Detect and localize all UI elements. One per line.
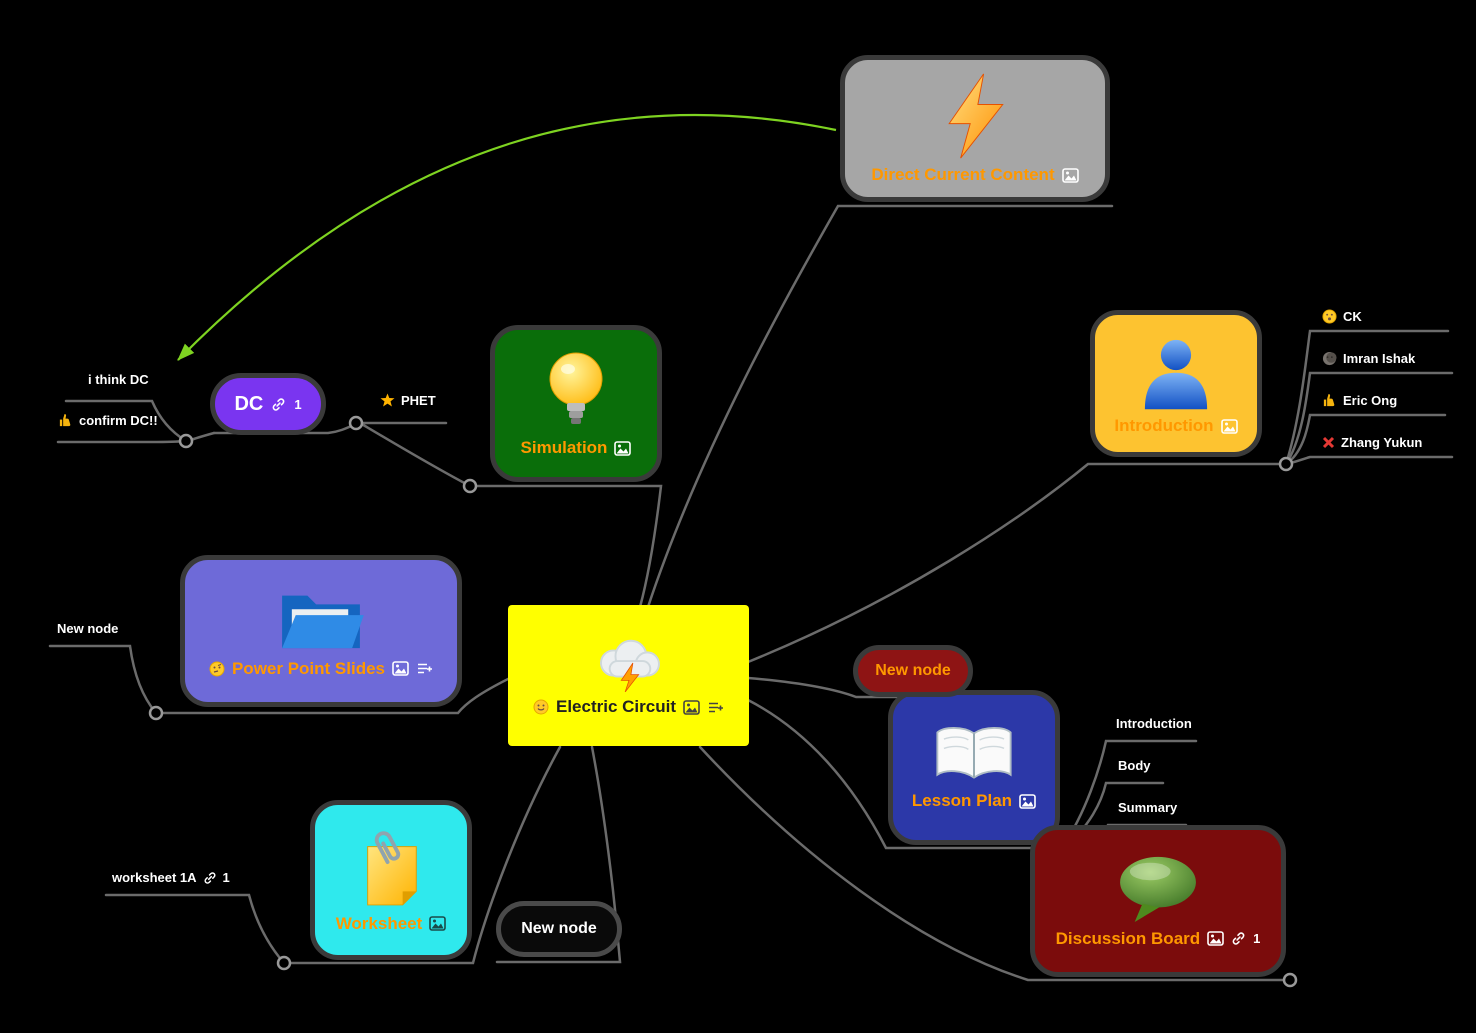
thumbs-up-icon [58, 413, 73, 428]
green-relation-arrow [177, 113, 837, 361]
node-label: Direct Current Content [871, 165, 1055, 184]
node-dc[interactable]: DC 1 [210, 373, 326, 435]
dark-moon-face-icon [1322, 351, 1337, 366]
image-icon[interactable] [429, 916, 447, 931]
node-discussion-board[interactable]: Discussion Board 1 [1030, 825, 1286, 977]
node-zhang-yukun[interactable]: Zhang Yukun [1322, 435, 1422, 450]
node-imran-ishak[interactable]: Imran Ishak [1322, 351, 1415, 366]
node-simulation[interactable]: Simulation [490, 325, 662, 482]
node-new-node-red[interactable]: New node [853, 645, 973, 697]
link-count: 1 [1253, 931, 1261, 946]
node-lesson-introduction[interactable]: Introduction [1116, 716, 1192, 731]
node-i-think-dc[interactable]: i think DC [88, 372, 149, 387]
person-silhouette-icon [1136, 331, 1216, 411]
node-power-point-slides[interactable]: Power Point Slides [180, 555, 462, 707]
thumbs-up-icon [1322, 393, 1337, 408]
note-paperclip-icon [356, 827, 426, 909]
node-worksheet[interactable]: Worksheet [310, 800, 472, 960]
image-icon[interactable] [1019, 793, 1036, 809]
link-count: 1 [294, 396, 302, 412]
node-worksheet-1a[interactable]: worksheet 1A 1 [112, 870, 230, 885]
speech-balloon-icon [1113, 854, 1203, 924]
link-count: 1 [222, 870, 230, 885]
image-icon[interactable] [392, 661, 409, 676]
image-icon[interactable] [1220, 418, 1238, 434]
node-phet[interactable]: PHET [380, 393, 436, 408]
add-notes-icon[interactable] [416, 661, 433, 676]
image-icon[interactable] [1061, 167, 1079, 183]
image-icon[interactable] [1207, 931, 1224, 946]
node-new-node-bottom[interactable]: New node [496, 901, 622, 957]
folder-icon [276, 584, 366, 654]
node-label: Introduction [1114, 416, 1214, 435]
node-new-node-left[interactable]: New node [57, 621, 119, 636]
node-label: Power Point Slides [231, 658, 386, 678]
node-label: DC [234, 392, 264, 415]
node-label: Electric Circuit [556, 697, 676, 716]
node-confirm-dc[interactable]: confirm DC!! [58, 413, 158, 428]
node-label: Discussion Board [1055, 928, 1201, 948]
node-introduction[interactable]: Introduction [1090, 310, 1262, 457]
node-label: Worksheet [335, 913, 423, 933]
node-lesson-body[interactable]: Body [1118, 758, 1151, 773]
node-lesson-plan[interactable]: Lesson Plan [888, 690, 1060, 845]
hushed-face-icon [1322, 309, 1337, 324]
node-electric-circuit-root[interactable]: Electric Circuit [508, 605, 749, 746]
open-book-icon [930, 724, 1018, 786]
link-icon[interactable] [1231, 931, 1246, 946]
cloud-lightning-icon [588, 634, 670, 692]
node-direct-current-content[interactable]: Direct Current Content [840, 55, 1110, 202]
link-icon[interactable] [271, 397, 286, 412]
add-notes-icon[interactable] [707, 700, 724, 715]
smiley-face-icon [533, 699, 549, 715]
image-icon[interactable] [614, 440, 632, 456]
node-eric-ong[interactable]: Eric Ong [1322, 393, 1397, 408]
node-label: Lesson Plan [911, 791, 1013, 810]
star-icon [380, 393, 395, 408]
high-voltage-bolt-icon [941, 72, 1009, 160]
link-icon[interactable] [203, 871, 217, 885]
thinking-face-icon [209, 661, 225, 677]
image-icon[interactable] [683, 699, 700, 715]
node-label: Simulation [520, 438, 608, 457]
node-ck[interactable]: CK [1322, 309, 1362, 324]
light-bulb-icon [543, 349, 609, 433]
cross-mark-icon [1322, 436, 1335, 449]
node-lesson-summary[interactable]: Summary [1118, 800, 1178, 815]
